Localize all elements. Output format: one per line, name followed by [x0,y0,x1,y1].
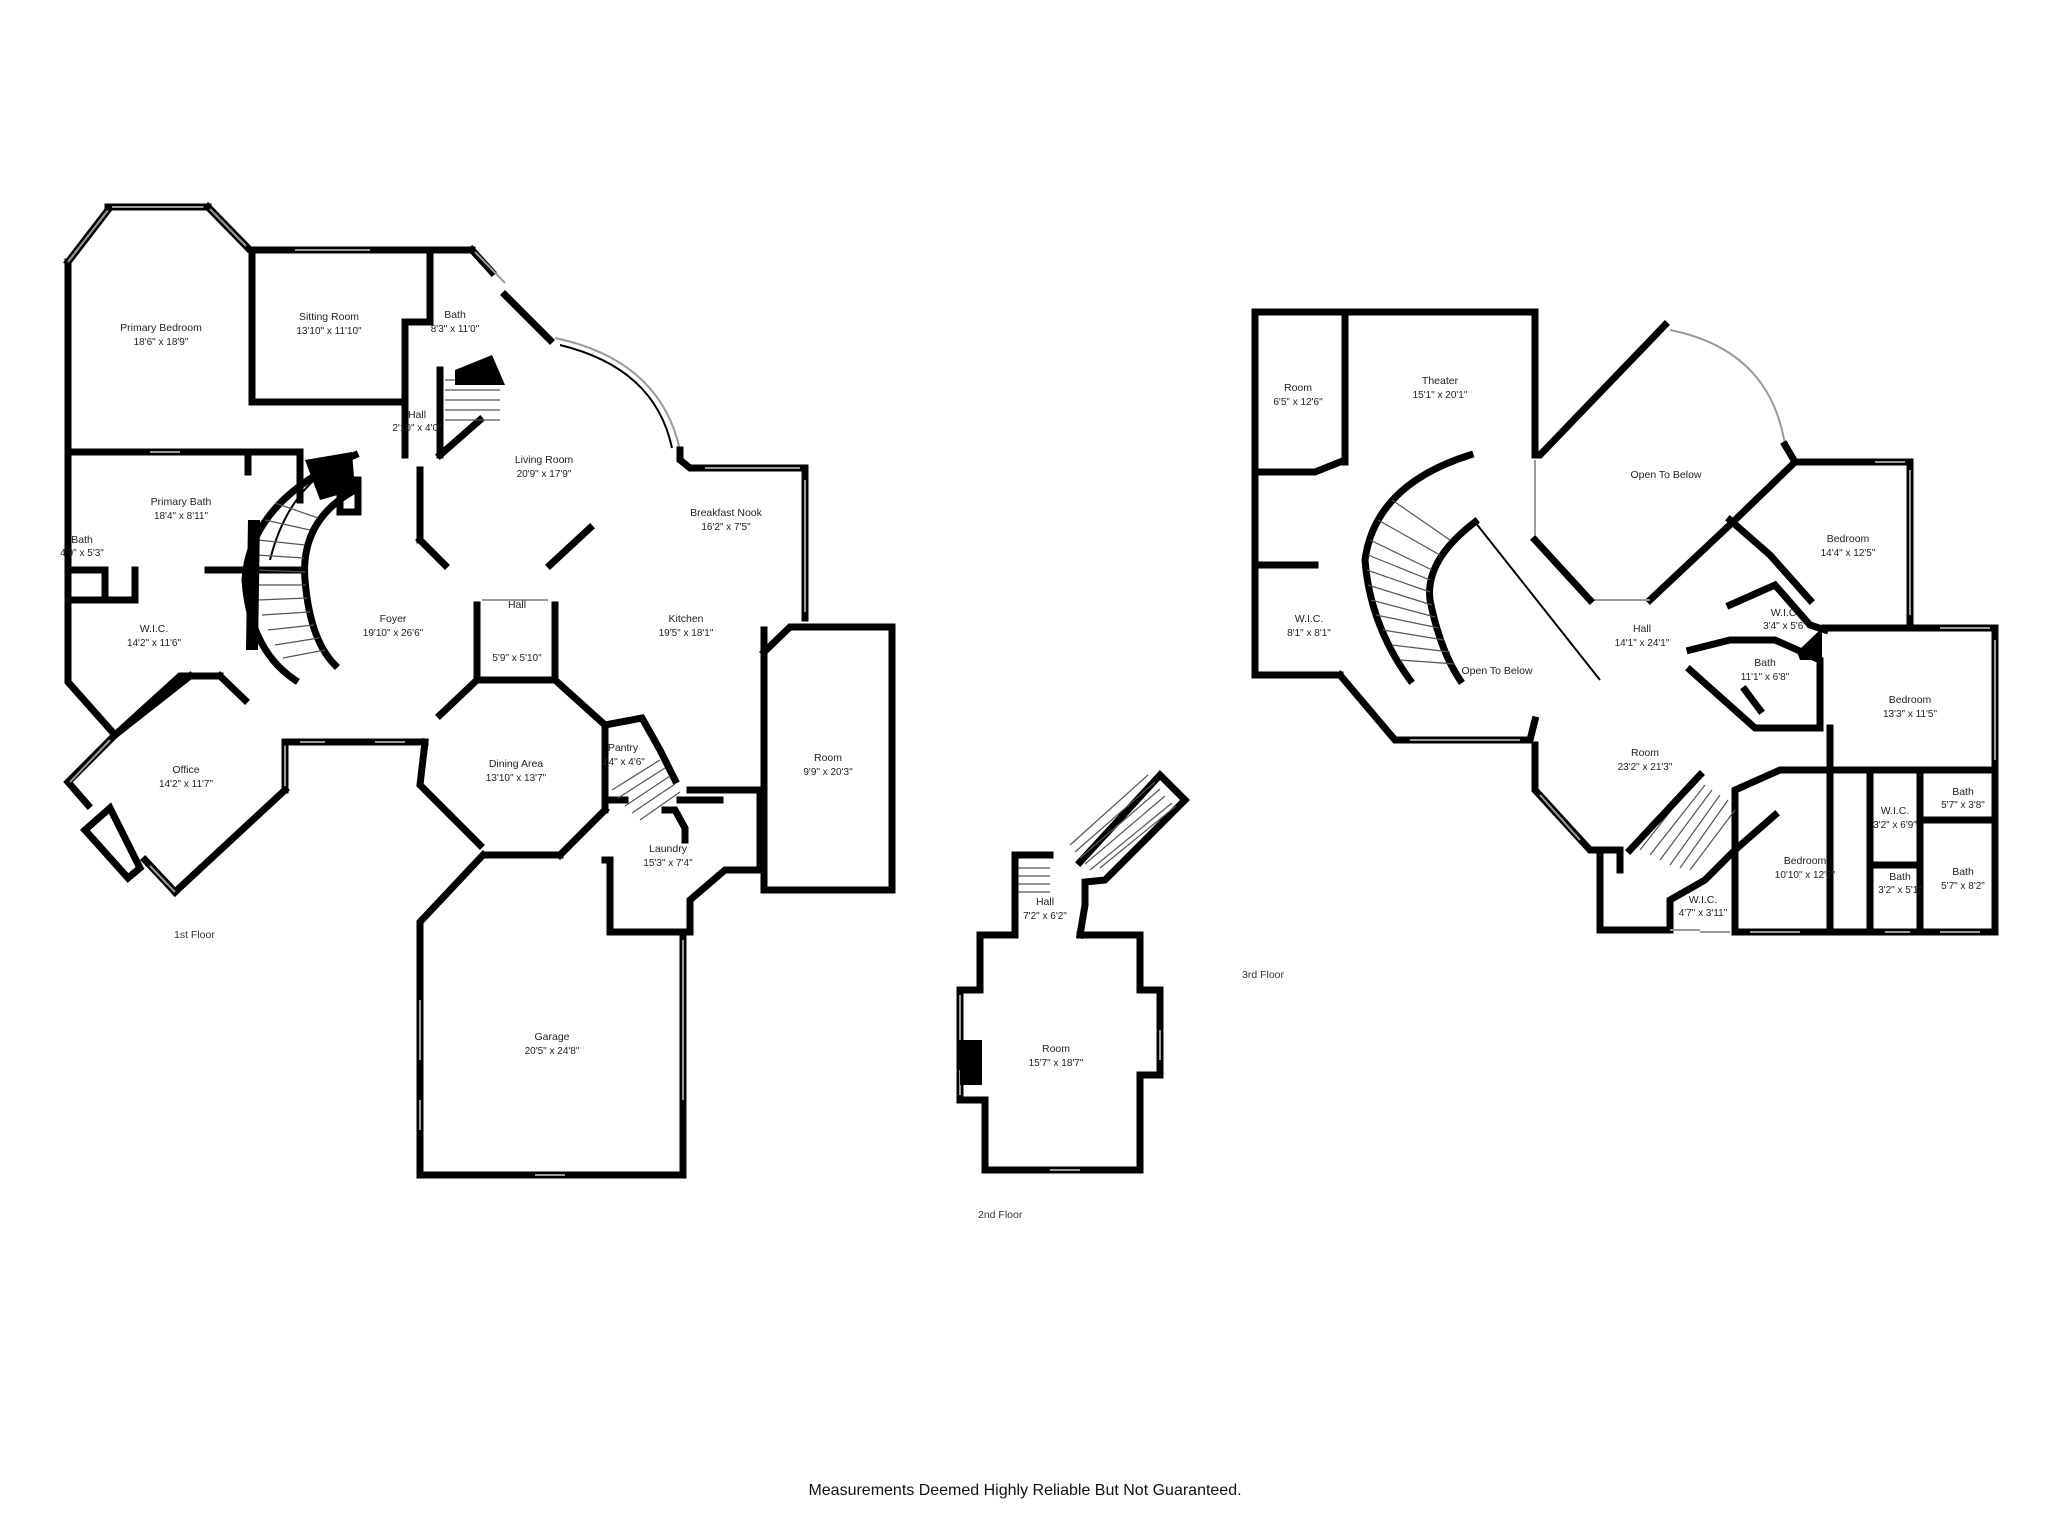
room-name-bedroom-3b: Bedroom [1889,694,1932,706]
room-name-room-1: Room [814,752,842,764]
room-dims-bath-1: 8'3" x 11'0" [431,324,480,335]
room-dims-primary-bedroom: 18'6" x 18'9" [134,337,189,348]
room-name-laundry: Laundry [649,843,688,855]
room-dims-wic-3a: 8'1" x 8'1" [1287,628,1331,639]
room-dims-bedroom-3b: 13'3" x 11'5" [1883,709,1938,720]
room-name-bath-3a: Bath [1754,657,1776,669]
room-name-bath-3d: Bath [1952,866,1974,878]
floor-label-third: 3rd Floor [1242,969,1285,981]
room-name-primary-bedroom: Primary Bedroom [120,322,202,334]
room-dims-hall-1b: 5'9" x 5'10" [492,653,542,664]
room-dims-wic-1: 14'2" x 11'6" [127,638,182,649]
room-name-open-below-b: Open To Below [1461,665,1532,677]
room-dims-room-2: 15'7" x 18'7" [1029,1058,1084,1069]
first-floor-plan [63,202,896,1179]
room-dims-foyer: 19'10" x 26'6" [363,628,424,639]
room-name-office: Office [172,764,199,776]
room-name-hall-2: Hall [1036,896,1054,908]
room-name-open-below-a: Open To Below [1630,469,1701,481]
room-name-wic-1: W.I.C. [140,623,169,635]
room-dims-office: 14'2" x 11'7" [159,779,214,790]
room-dims-room-3b: 23'2" x 21'3" [1618,762,1673,773]
room-dims-hall-1a: 2'10" x 4'0" [392,423,442,434]
room-name-pantry: Pantry [608,742,639,754]
room-name-hall-3: Hall [1633,623,1651,635]
room-dims-bath-3c: 3'2" x 5'1" [1878,885,1922,896]
room-name-wic-3c: W.I.C. [1881,805,1910,817]
third-floor-plan [1251,308,1999,936]
curved-staircase-steps [254,502,326,659]
room-dims-kitchen: 19'5" x 18'1" [659,628,714,639]
room-dims-wic-3b: 3'4" x 5'6" [1763,621,1807,632]
floor-label-first: 1st Floor [174,929,215,941]
second-floor-plan [956,769,1190,1174]
room-dims-hall-3: 14'1" x 24'1" [1615,638,1670,649]
room-dims-wic-3d: 4'7" x 3'11" [1679,908,1728,919]
room-dims-pantry: 3'4" x 4'6" [601,757,645,768]
room-name-sitting-room: Sitting Room [299,311,359,323]
room-name-dining-area: Dining Area [489,758,543,770]
room-name-wic-3a: W.I.C. [1295,613,1324,625]
room-name-bedroom-3c: Bedroom [1784,855,1827,867]
room-dims-primary-bath: 18'4" x 8'11" [154,511,209,522]
room-name-primary-bath: Primary Bath [151,496,212,508]
room-name-hall-1b: Hall [508,599,526,611]
room-dims-bath-3a: 11'1" x 6'8" [1741,672,1790,683]
room-name-theater: Theater [1422,375,1459,387]
room-name-bath-3b: Bath [1952,786,1974,798]
room-name-wic-3d: W.I.C. [1689,894,1718,906]
room-name-kitchen: Kitchen [668,613,703,625]
room-dims-room-1: 9'9" x 20'3" [803,767,853,778]
floor-label-second: 2nd Floor [978,1209,1023,1221]
room-dims-bedroom-3a: 14'4" x 12'5" [1821,548,1876,559]
room-dims-bedroom-3c: 10'10" x 12'2" [1775,870,1836,881]
room-name-bedroom-3a: Bedroom [1827,533,1870,545]
room-dims-sitting-room: 13'10" x 11'10" [296,326,362,337]
room-dims-theater: 15'1" x 20'1" [1413,390,1468,401]
room-name-room-2: Room [1042,1043,1070,1055]
room-name-room-3a: Room [1284,382,1312,394]
room-dims-breakfast-nook: 16'2" x 7'5" [701,522,751,533]
disclaimer: Measurements Deemed Highly Reliable But … [808,1482,1241,1499]
room-name-hall-1a: Hall [408,409,426,421]
room-name-bath-1b: Bath [71,534,93,546]
room-dims-bath-1b: 4'9" x 5'3" [60,548,104,559]
room-dims-bath-3d: 5'7" x 8'2" [1941,881,1985,892]
room-dims-laundry: 15'3" x 7'4" [643,858,693,869]
room-name-bath-3c: Bath [1889,871,1911,883]
room-dims-wic-3c: 3'2" x 6'9" [1873,820,1917,831]
room-name-living-room: Living Room [515,454,574,466]
room-dims-living-room: 20'9" x 17'9" [517,469,572,480]
room-dims-garage: 20'5" x 24'8" [525,1046,580,1057]
room-name-wic-3b: W.I.C. [1771,607,1800,619]
room-name-room-3b: Room [1631,747,1659,759]
room-dims-dining-area: 13'10" x 13'7" [486,773,547,784]
room-dims-room-3a: 6'5" x 12'6" [1273,397,1323,408]
room-name-foyer: Foyer [380,613,407,625]
room-dims-hall-2: 7'2" x 6'2" [1023,911,1067,922]
room-name-garage: Garage [534,1031,569,1043]
room-name-breakfast-nook: Breakfast Nook [690,507,763,519]
room-name-bath-1: Bath [444,309,466,321]
room-dims-bath-3b: 5'7" x 3'8" [1941,800,1985,811]
